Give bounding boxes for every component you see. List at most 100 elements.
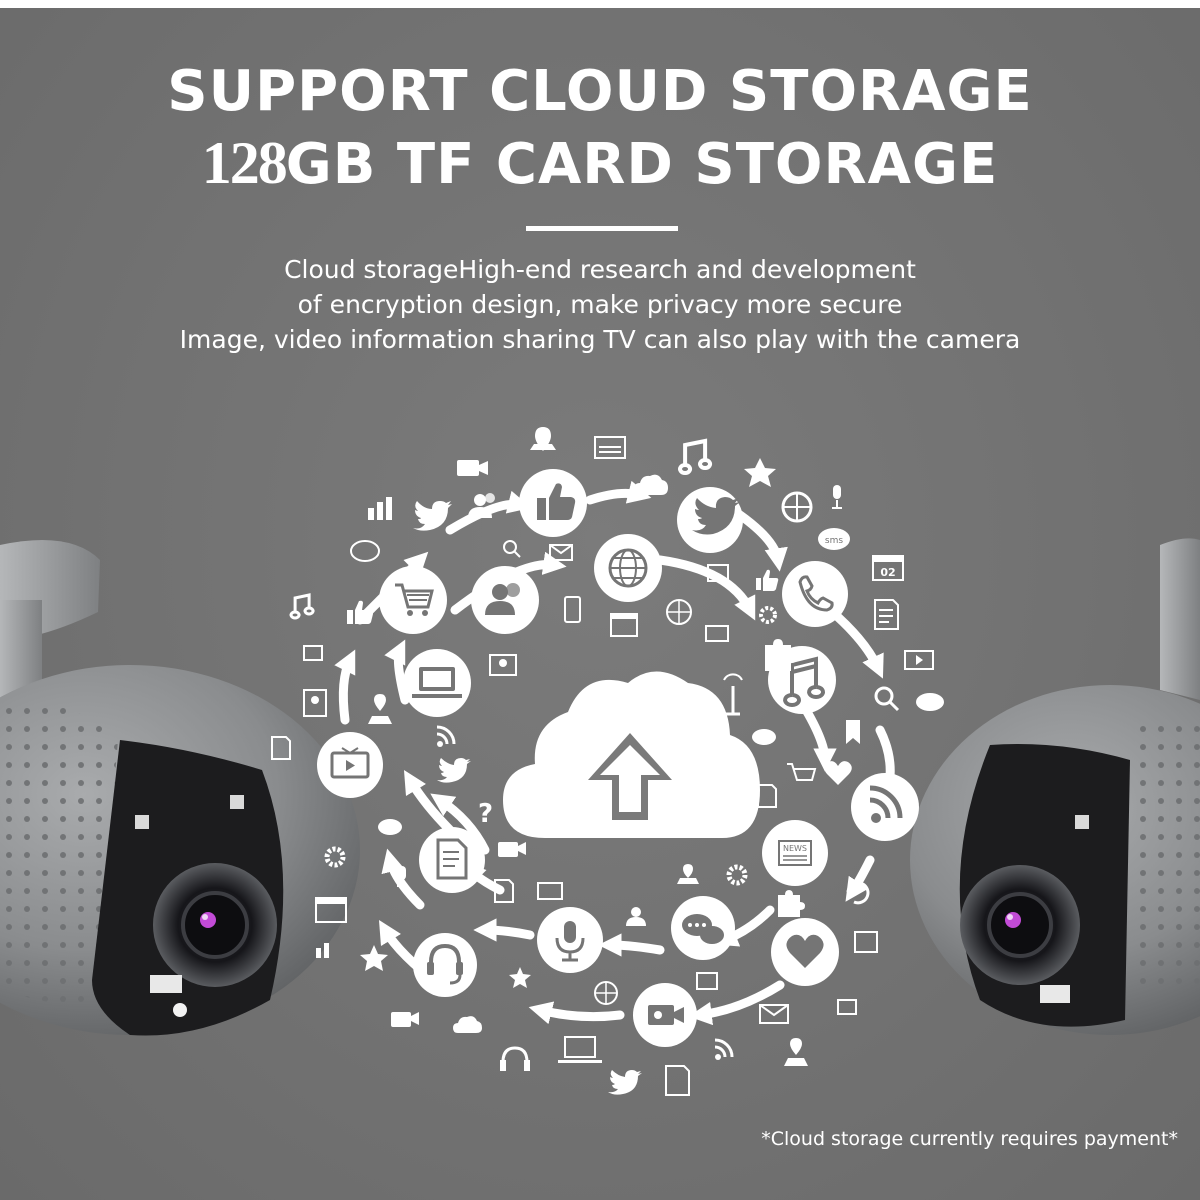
phone-icon	[782, 561, 848, 627]
map-pin-icon	[677, 864, 699, 884]
heart-icon	[771, 918, 839, 986]
calendar-icon	[854, 931, 878, 953]
flow-arrows	[334, 480, 903, 1026]
star-icon	[360, 945, 388, 971]
document-icon	[419, 827, 485, 893]
chat-bubbles-icon	[752, 729, 776, 745]
cloud-upload-icon	[634, 474, 668, 495]
news-icon: NEWS	[762, 820, 828, 886]
twitter-bird-icon	[413, 501, 452, 531]
music-note-icon	[289, 593, 315, 620]
globe-icon	[781, 491, 813, 523]
chat-bubbles-icon	[378, 819, 402, 835]
tv-icon	[317, 732, 383, 798]
camera-icon	[391, 1012, 419, 1027]
gear-icon	[324, 846, 346, 868]
news-icon	[705, 625, 729, 642]
document-icon	[494, 879, 514, 903]
contacts-icon	[489, 654, 517, 676]
refresh-icon	[846, 881, 870, 905]
camera-icon	[498, 842, 526, 857]
headline-cloud-storage: SUPPORT CLOUD STORAGE	[167, 59, 1033, 124]
shopping-cart-icon	[379, 566, 447, 634]
star-icon	[509, 967, 531, 988]
thumbs-up-icon	[519, 469, 587, 537]
sms-bubble-icon	[916, 693, 944, 711]
map-pin-icon	[784, 1038, 808, 1066]
document-icon	[665, 1065, 690, 1096]
document-icon	[271, 736, 291, 760]
tv-icon	[904, 650, 934, 670]
twitter-bird-icon	[677, 487, 743, 553]
at-mail-icon	[303, 645, 323, 661]
laptop-icon	[558, 1036, 602, 1063]
globe-icon	[594, 981, 618, 1005]
at-mail-icon	[837, 999, 857, 1015]
shopping-cart-icon	[787, 763, 817, 781]
cloud-upload-icon	[503, 671, 760, 838]
calendar-icon	[315, 897, 347, 923]
star-icon	[744, 458, 776, 487]
envelope-icon	[759, 1004, 789, 1024]
gear-icon	[726, 864, 748, 886]
question-mark-icon: ?	[478, 799, 493, 829]
bar-chart-icon	[316, 943, 329, 958]
sms-bubble-icon: sms	[818, 528, 850, 550]
news-icon	[874, 599, 899, 630]
description-line-1: Cloud storageHigh-end research and devel…	[284, 255, 916, 284]
headline-card-capacity: 128	[201, 130, 288, 196]
news-icon-label: NEWS	[783, 844, 807, 853]
contacts-icon	[468, 493, 495, 518]
top-border	[0, 0, 1200, 8]
security-camera-right	[910, 538, 1200, 1035]
calendar-icon	[610, 613, 638, 637]
headline-card-storage: 128GB TF CARD STORAGE	[0, 133, 1200, 195]
headset-icon	[500, 1046, 530, 1071]
globe-icon	[666, 599, 692, 625]
headset-icon	[413, 933, 477, 997]
calendar-icon: 02	[872, 555, 904, 581]
document-icon	[757, 784, 777, 808]
bookmark-icon	[846, 720, 860, 744]
description-line-2: of encryption design, make privacy more …	[297, 290, 903, 319]
rss-feed-icon	[851, 773, 919, 841]
microphone-icon	[832, 485, 842, 509]
chat-bubbles-icon	[671, 896, 735, 960]
security-camera-left	[0, 540, 360, 1036]
microphone-icon	[397, 866, 407, 887]
twitter-bird-icon	[608, 1070, 642, 1095]
gear-icon	[759, 606, 777, 624]
map-pin-icon	[368, 694, 392, 724]
microphone-icon	[537, 907, 603, 973]
camera-icon	[457, 460, 488, 476]
contacts-icon	[696, 972, 718, 990]
magnifier-icon	[503, 540, 521, 558]
magnifier-icon	[874, 686, 900, 712]
contacts-icon	[626, 907, 646, 926]
music-note-icon	[678, 438, 713, 475]
cloud-upload-icon	[453, 1016, 482, 1033]
title-divider	[526, 226, 678, 231]
globe-icon	[594, 534, 662, 602]
puzzle-icon	[778, 890, 805, 917]
headline-card-text: GB TF CARD STORAGE	[285, 132, 999, 197]
payment-footnote: *Cloud storage currently requires paymen…	[761, 1128, 1178, 1150]
twitter-bird-icon	[437, 758, 471, 783]
sms-icon-label: sms	[825, 536, 843, 546]
wifi-tower-icon	[723, 673, 743, 716]
bar-chart-icon	[368, 497, 392, 520]
rss-feed-icon	[714, 1038, 734, 1060]
thumbs-up-icon	[347, 600, 373, 624]
news-icon	[594, 436, 626, 459]
smartphone-icon	[564, 596, 581, 623]
small-icons: sms 02	[271, 427, 944, 1096]
calendar-icon	[707, 564, 729, 582]
contacts-icon	[303, 689, 327, 717]
envelope-icon	[549, 544, 573, 561]
puzzle-icon	[765, 639, 797, 671]
thumbs-up-icon	[756, 569, 779, 591]
laptop-icon	[403, 649, 471, 717]
heart-icon	[824, 761, 852, 785]
